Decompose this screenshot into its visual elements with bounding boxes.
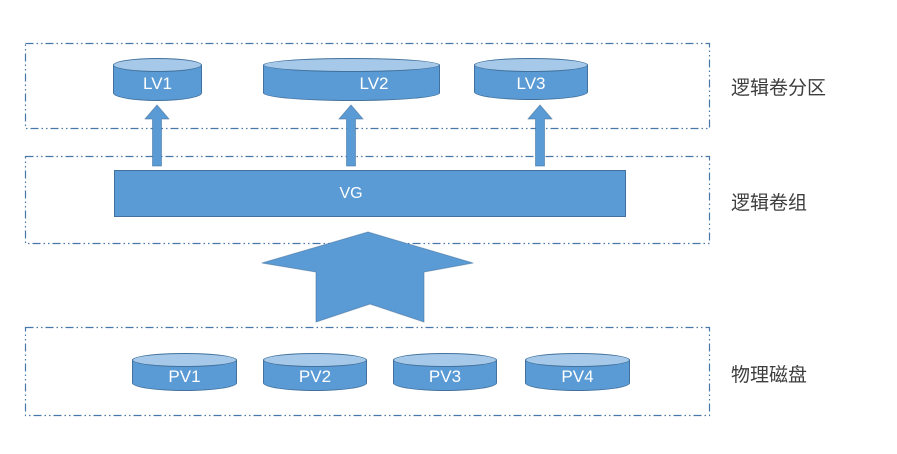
pv2-cylinder: PV2 [263, 353, 367, 391]
cylinder-top [132, 353, 237, 367]
vg-rectangle: VG [114, 170, 626, 217]
lv3-label: LV3 [516, 73, 546, 93]
lv1-cylinder: LV1 [113, 58, 202, 101]
arrow-vg-to-lv2-icon [338, 104, 364, 167]
volume-group-layer-label: 逻辑卷组 [731, 193, 808, 214]
pv4-label: PV4 [561, 366, 594, 386]
lv2-cylinder: LV2 [263, 58, 440, 101]
vg-label: VG [339, 184, 363, 202]
block-arrow-disks-to-vg-icon [261, 231, 474, 323]
logical-partitions-layer-label: 逻辑卷分区 [731, 78, 827, 99]
pv3-cylinder: PV3 [393, 353, 497, 391]
physical-disks-layer-label: 物理磁盘 [731, 365, 808, 386]
cylinder-top [393, 353, 497, 367]
pv3-label: PV3 [428, 366, 462, 386]
lv1-label: LV1 [143, 74, 172, 93]
cylinder-top [263, 58, 440, 72]
pv1-label: PV1 [168, 366, 201, 386]
cylinder-top [474, 58, 588, 72]
lv3-cylinder: LV3 [474, 58, 588, 100]
logical-partitions-box [24, 42, 711, 130]
cylinder-top [113, 58, 202, 72]
pv2-label: PV2 [298, 366, 332, 386]
arrow-vg-to-lv3-icon [527, 104, 553, 167]
lv2-label: LV2 [359, 74, 389, 93]
pv4-cylinder: PV4 [525, 353, 630, 391]
cylinder-body [113, 65, 202, 101]
pv1-cylinder: PV1 [132, 353, 237, 391]
arrow-vg-to-lv1-icon [144, 104, 170, 167]
volume-group-box [24, 155, 711, 245]
cylinder-top [263, 353, 367, 367]
cylinder-top [525, 353, 630, 367]
physical-disks-box [24, 326, 711, 417]
